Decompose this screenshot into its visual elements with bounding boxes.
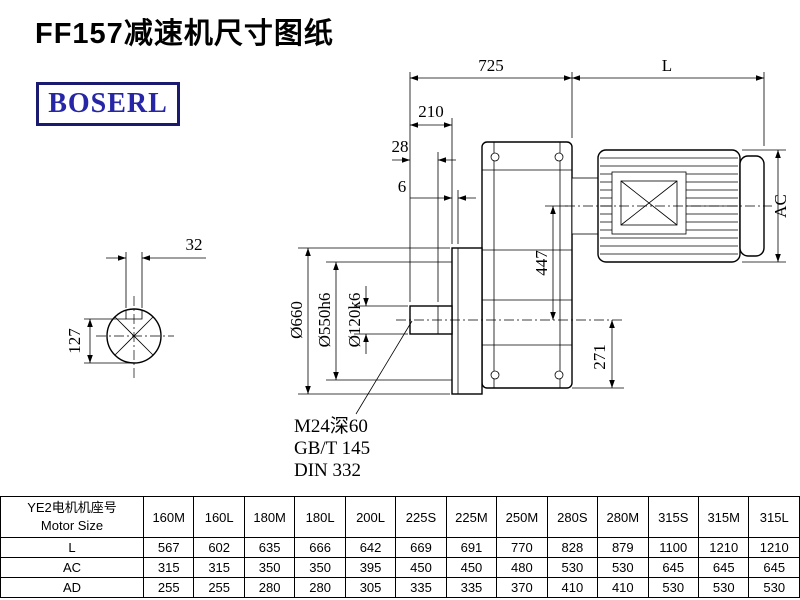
table-cell: 642 [344,537,397,558]
table-cell: 395 [344,557,397,578]
dim-32-label: 32 [186,235,203,254]
table-cell: 530 [647,577,699,598]
table-cell: 691 [445,537,498,558]
table-cell: 315 [193,557,245,578]
table-col-header-225S: 225S [395,496,447,538]
table-cell: 879 [597,537,649,558]
dim-447-label: 447 [532,250,551,276]
table-col-header-225M: 225M [445,496,498,538]
table-cell: 335 [395,577,447,598]
table-cell: 280 [243,577,296,598]
table-cell: 645 [697,557,750,578]
table-col-header-160L: 160L [193,496,245,538]
shaft-end-view: 32 127 [65,235,206,378]
brand-logo: BOSERL [36,82,180,126]
table-cell: 280 [294,577,346,598]
dim-127-label: 127 [65,328,84,354]
gearbox-front-view [396,141,624,395]
table-cell: 1210 [748,537,800,558]
note-gbt145: GB/T 145 [294,438,370,459]
table-col-header-315S: 315S [647,496,699,538]
table-cell: 410 [597,577,649,598]
brand-logo-text: BOSERL [48,88,168,119]
table-col-header-180L: 180L [294,496,346,538]
table-col-header-280S: 280S [546,496,599,538]
table-col-header-160M: 160M [142,496,195,538]
table-cell: 645 [748,557,800,578]
table-col-header-250M: 250M [496,496,548,538]
table-row-label: L [0,537,144,558]
table-cell: 450 [395,557,447,578]
table-cell: 1100 [647,537,699,558]
dim-6-label: 6 [398,177,407,196]
table-cell: 666 [294,537,346,558]
motor-side-view [565,149,772,263]
table-cell: 530 [697,577,750,598]
table-cell: 370 [496,577,548,598]
table-cell: 635 [243,537,296,558]
note-m24: M24深60 [294,415,368,437]
table-col-header-315L: 315L [748,496,800,538]
table-cell: 335 [445,577,498,598]
table-col-header-315M: 315M [697,496,750,538]
note-din332: DIN 332 [294,460,361,481]
page-title: FF157减速机尺寸图纸 [35,18,334,50]
table-cell: 410 [546,577,599,598]
dim-dia120-label: Ø120k6 [345,293,364,348]
table-row-label: AD [0,577,144,598]
table-cell: 530 [597,557,649,578]
dim-28-label: 28 [392,137,409,156]
table-cell: 828 [546,537,599,558]
table-cell: 645 [647,557,699,578]
table-cell: 669 [395,537,447,558]
table-cell: 450 [445,557,498,578]
table-cell: 255 [193,577,245,598]
dim-210-label: 210 [418,102,444,121]
dim-L-label: L [662,56,672,75]
table-cell: 315 [142,557,195,578]
thread-note: M24深60 GB/T 145 DIN 332 [294,320,413,481]
table-cell: 530 [546,557,599,578]
table-cell: 350 [294,557,346,578]
table-col-header-280M: 280M [597,496,649,538]
table-cell: 602 [193,537,245,558]
dim-725-label: 725 [478,56,504,75]
table-cell: 567 [142,537,195,558]
dim-AC-label: AC [771,194,790,218]
dim-dia660-label: Ø660 [287,301,306,339]
dim-271-label: 271 [590,344,609,370]
table-cell: 770 [496,537,548,558]
table-col-header-200L: 200L [344,496,397,538]
table-cell: 350 [243,557,296,578]
table-cell: 255 [142,577,195,598]
table-row-label: AC [0,557,144,578]
table-cell: 1210 [697,537,750,558]
dim-dia550-label: Ø550h6 [315,293,334,348]
table-cell: 530 [748,577,800,598]
dimensions: 725 L 210 28 6 AC 447 [287,56,790,395]
table-cell: 480 [496,557,548,578]
table-cell: 305 [344,577,397,598]
table-col-header-180M: 180M [243,496,296,538]
